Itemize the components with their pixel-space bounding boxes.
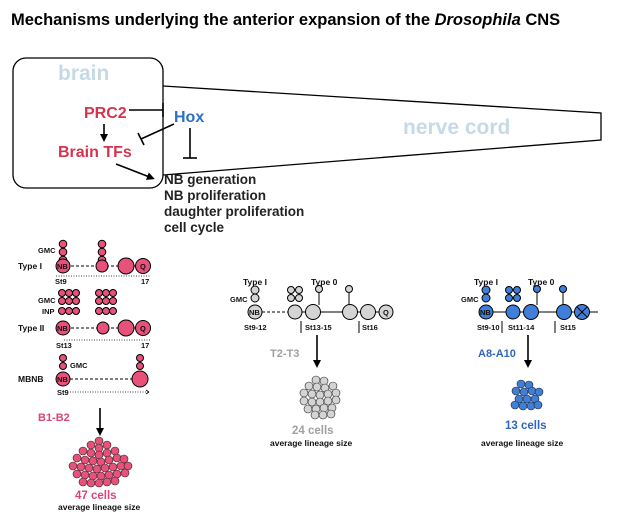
type2-q-label: Q [140,324,146,333]
thoracic-quiescent-cell [378,304,394,320]
type1-q-label: Q [140,262,146,271]
brain-lineage-panel [55,239,151,488]
abdominal-stage-3: St15 [560,323,576,332]
type1-stage-end: 17 [141,277,149,286]
thoracic-type1-label: Type I [243,277,267,287]
abdominal-stage-2: St11-14 [508,323,535,332]
brain-outline [12,57,164,189]
brain-label: brain [58,62,109,85]
thoracic-stage-1: St9-12 [244,323,267,332]
thoracic-stage-3: St16 [362,323,378,332]
thoracic-lineage-panel [247,285,394,420]
thoracic-region-label: T2-T3 [270,348,299,360]
nerve-cord-outline [162,85,602,176]
inhibition-hox-effects [183,128,197,159]
thoracic-stage-2: St13-15 [305,323,332,332]
prc2-label: PRC2 [84,105,127,122]
type2-inp-label: INP [42,307,55,316]
abdominal-nb-label: NB [480,308,491,317]
figure-title: Mechanisms underlying the anterior expan… [11,11,560,29]
type1-label: Type I [18,261,42,271]
effect-nb-generation: NB generation [164,172,256,187]
brain-tfs-label: Brain TFs [58,144,132,161]
brain-cell-count: 47 cells [75,490,117,502]
thoracic-gmc-label: GMC [230,295,248,304]
arrow-brain-tfs-effects [115,163,155,180]
type2-stage-end: 17 [141,341,149,350]
thoracic-avg-label: average lineage size [270,438,352,448]
thoracic-nb-label: NB [249,308,260,317]
type2-quiescent-cell [135,320,151,336]
thoracic-type0-label: Type 0 [311,277,338,287]
abdominal-stage-1: St9-10 [477,323,500,332]
effect-cell-cycle: cell cycle [164,220,225,235]
type1-gmc-label: GMC [38,246,56,255]
brain-region-label: B1-B2 [38,412,70,424]
abdominal-lineage-panel [478,285,598,411]
inhibition-hox-brain-tfs [137,123,175,146]
nerve-cord-label: nerve cord [403,116,510,139]
effect-daughter-proliferation: daughter proliferation [164,204,304,219]
type1-stage-start: St9 [55,277,67,286]
type1-quiescent-cell [135,258,151,274]
mbnb-nb-label: NB [57,375,68,384]
mbnb-label: MBNB [18,374,44,384]
abdominal-cell-count: 13 cells [505,420,547,432]
thoracic-q-label: Q [383,308,389,317]
inhibition-prc2-hox [129,103,164,117]
type2-stage-start: St13 [56,341,72,350]
type1-nb-label: NB [57,262,68,271]
abdominal-gmc-label: GMC [461,295,479,304]
abdominal-nb-cell [478,304,494,320]
thoracic-cell-count: 24 cells [292,425,334,437]
abdominal-type1-label: Type I [474,277,498,287]
type2-nb-cell [55,320,71,336]
abdominal-avg-label: average lineage size [481,438,563,448]
abdominal-region-label: A8-A10 [478,348,516,360]
mbnb-gmc-label: GMC [70,361,88,370]
brain-avg-label: average lineage size [58,502,140,512]
effect-nb-proliferation: NB proliferation [164,188,266,203]
type1-nb-cell [55,258,71,274]
type2-label: Type II [18,323,44,333]
mbnb-nb-cell [55,371,71,387]
type2-gmc-label: GMC [38,296,56,305]
abdominal-type0-label: Type 0 [528,277,555,287]
type2-nb-label: NB [57,324,68,333]
thoracic-nb-cell [247,304,263,320]
hox-label: Hox [174,109,204,126]
mbnb-stage: St9 [57,388,69,397]
